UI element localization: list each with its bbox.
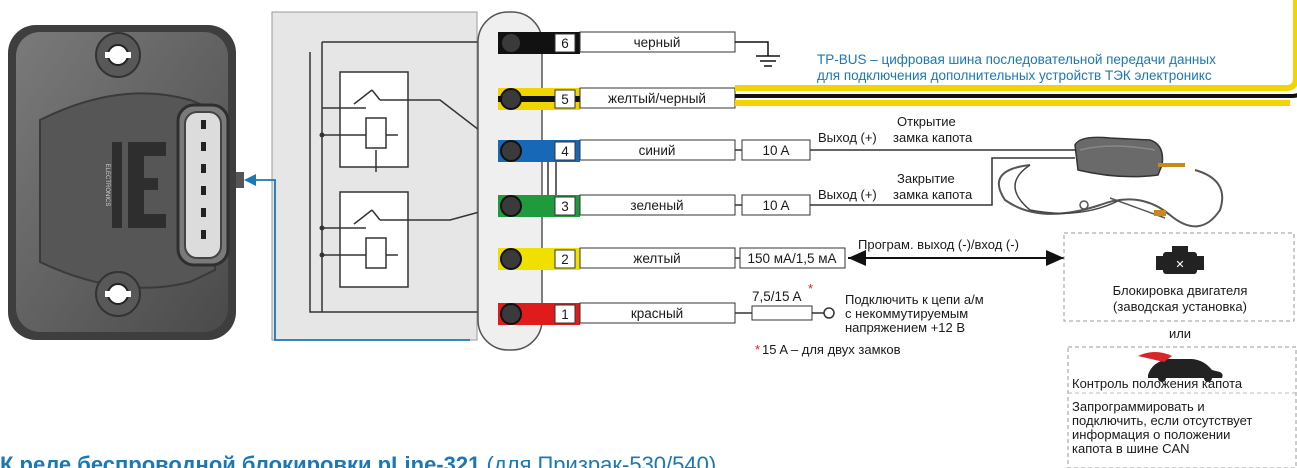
tpbus-line2: для подключения дополнительных устройств… [817,68,1212,83]
svg-text:✕: ✕ [1175,259,1184,271]
hood-box-line4: капота в шине CAN [1072,441,1190,456]
hood-box-line1: Запрограммировать и [1072,399,1205,414]
tec-logo-icon [112,142,166,228]
prog-io-label: Програм. выход (-)/вход (-) [858,237,1019,252]
wire-2-label: желтый [633,251,680,266]
or-text: или [1169,326,1191,341]
wire-3: 3 зеленый 10 A [498,157,1075,217]
svg-text:6: 6 [561,36,569,51]
footnote-text: 15 A – для двух замков [762,342,901,357]
open-out-label: Выход (+) [818,130,877,145]
wire-1-label: красный [631,306,683,321]
tpbus-line1: TP-BUS – цифровая шина последовательной … [817,52,1216,67]
engine-block-line1: Блокировка двигателя [1113,283,1248,298]
power-line3: напряжением +12 В [845,320,965,335]
engine-block-line2: (заводская установка) [1113,299,1247,314]
relay-module-icon: ELECTRONICS [8,25,236,340]
svg-text:4: 4 [561,144,569,159]
junction [319,252,325,258]
wire-connector-housing [477,11,543,351]
power-line2: с некоммутируемым [845,306,968,321]
wire-2: 2 желтый 150 мА/1,5 мА [498,247,1064,270]
power-line1: Подключить к цепи а/м [845,292,984,307]
svg-text:1: 1 [561,307,569,322]
open-bottom-label: замка капота [893,130,973,145]
fuse-wire4-label: 10 A [762,143,789,158]
hood-lock-actuator-icon [997,136,1224,228]
page-title-rest: (для Призрак-530/540) [480,452,717,468]
car-icon [1138,352,1223,382]
ground-icon [756,55,780,67]
svg-text:2: 2 [561,252,569,267]
close-out-label: Выход (+) [818,187,877,202]
engine-icon: ✕ [1156,246,1204,274]
open-top-label: Открытие [897,114,956,129]
fuse-asterisk: * [808,281,813,296]
wire-5-label: желтый/черный [608,91,706,106]
junction [319,132,325,138]
page-title-bold: К реле беспроводной блокировки pLine-321 [0,452,481,468]
fuse-wire2-label: 150 мА/1,5 мА [747,251,836,266]
hood-box-heading: Контроль положения капота [1072,376,1243,391]
close-bottom-label: замка капота [893,187,973,202]
wire-3-label: зеленый [630,198,683,213]
svg-text:5: 5 [561,92,569,107]
wire-5: 5 желтый/черный [498,0,1297,110]
wire-6-label: черный [634,35,681,50]
relay-block [271,11,478,341]
hood-box-line3: информация о положении [1072,427,1230,442]
page-title: К реле беспроводной блокировки pLine-321… [0,452,960,468]
fuse-wire3-label: 10 A [762,198,789,213]
wire-6: 6 черный [498,31,780,67]
relay-inner-wiring [309,41,557,313]
wire-4: 4 синий 10 A [498,139,1075,162]
device-tab [236,172,244,188]
junction [319,225,325,231]
logo-text: ELECTRONICS [104,164,110,207]
close-top-label: Закрытие [897,171,955,186]
svg-text:3: 3 [561,199,569,214]
fuse-wire1-label: 7,5/15 A [752,289,802,304]
wire-4-label: синий [639,143,676,158]
feedback-arrow-icon [244,174,256,186]
feedback-wire [252,179,470,341]
hood-box-line2: подключить, если отсутствует [1072,413,1252,428]
wire-1: 1 красный 7,5/15 A * [498,281,835,325]
footnote-mark: * [755,342,760,357]
